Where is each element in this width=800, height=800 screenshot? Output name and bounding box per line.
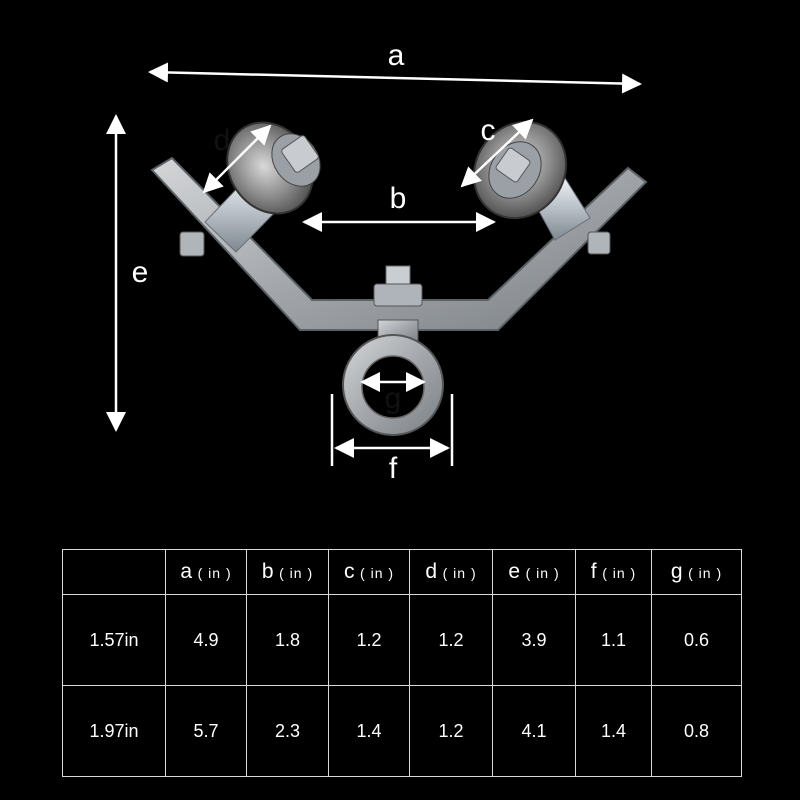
header-b: b ( in ): [246, 549, 329, 595]
table-cell: 2.3: [246, 685, 329, 777]
dimension-label-d: d: [214, 124, 231, 157]
header-g: g ( in ): [651, 549, 742, 595]
table-header-row: a ( in ) b ( in ) c ( in ) d ( in ) e ( …: [62, 549, 742, 595]
table-row: 1.57in 4.9 1.8 1.2 1.2 3.9 1.1 0.6: [62, 594, 742, 686]
header-corner-cell: [62, 549, 166, 595]
dimension-lines: [106, 62, 642, 466]
row-label: 1.57in: [62, 594, 166, 686]
table-cell: 5.7: [165, 685, 247, 777]
header-c: c ( in ): [328, 549, 410, 595]
table-cell: 4.1: [492, 685, 576, 777]
table-cell: 1.2: [409, 594, 493, 686]
table-cell: 1.4: [328, 685, 410, 777]
dimension-label-a: a: [388, 39, 405, 72]
table-cell: 3.9: [492, 594, 576, 686]
dimension-label-e: e: [132, 256, 149, 289]
table-cell: 1.1: [575, 594, 652, 686]
header-f: f ( in ): [575, 549, 652, 595]
row-label: 1.97in: [62, 685, 166, 777]
table-cell: 1.8: [246, 594, 329, 686]
header-e: e ( in ): [492, 549, 576, 595]
eye-bolt: [342, 319, 444, 436]
table-cell: 1.2: [409, 685, 493, 777]
dimension-label-b: b: [390, 182, 407, 215]
header-d: d ( in ): [409, 549, 493, 595]
table-cell: 0.8: [651, 685, 742, 777]
dimension-label-g: g: [385, 382, 402, 415]
table-cell: 1.4: [575, 685, 652, 777]
table-cell: 1.2: [328, 594, 410, 686]
product-dimension-diagram: a b c d e f g: [106, 39, 648, 485]
spec-table: a ( in ) b ( in ) c ( in ) d ( in ) e ( …: [62, 549, 742, 777]
table-cell: 0.6: [651, 594, 742, 686]
table-cell: 4.9: [165, 594, 247, 686]
dimension-label-c: c: [481, 114, 496, 147]
header-a: a ( in ): [165, 549, 247, 595]
dimension-label-f: f: [389, 452, 398, 485]
table-row: 1.97in 5.7 2.3 1.4 1.2 4.1 1.4 0.8: [62, 685, 742, 777]
